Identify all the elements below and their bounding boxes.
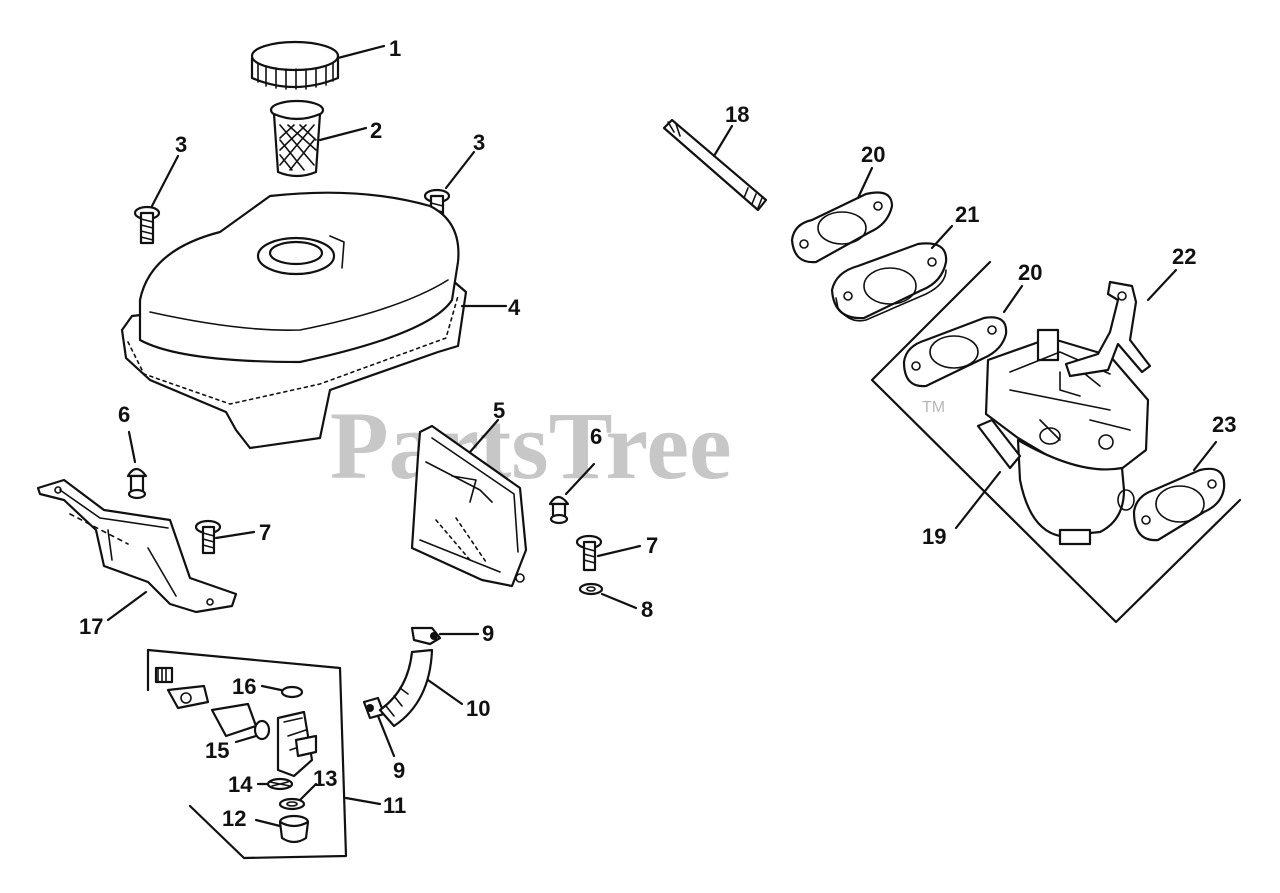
part-choke-bracket[interactable] [1064, 280, 1152, 378]
callout-1: 1 [389, 36, 401, 61]
callout-7-right: 7 [646, 533, 658, 558]
part-grommet-left[interactable] [126, 467, 148, 500]
callout-11: 11 [383, 793, 406, 818]
part-fuel-hose[interactable] [378, 648, 434, 728]
callout-8: 8 [641, 597, 653, 622]
part-fuel-strainer[interactable] [269, 99, 325, 178]
callout-17: 17 [79, 614, 103, 639]
part-carburetor-assembly[interactable] [870, 260, 1242, 624]
watermark-text: PartsTree [330, 392, 732, 499]
callout-4: 4 [508, 295, 521, 320]
callout-15: 15 [205, 738, 229, 763]
part-valve-o-ring[interactable] [253, 719, 271, 741]
callout-5: 5 [493, 398, 505, 423]
callout-6-right: 6 [590, 424, 602, 449]
callout-22: 22 [1172, 244, 1196, 269]
part-valve-seal-small[interactable] [280, 685, 304, 699]
part-bracket-screw-right[interactable] [575, 534, 603, 572]
part-fuel-tank[interactable] [120, 191, 468, 450]
part-bracket-right[interactable] [410, 424, 528, 588]
part-washer[interactable] [578, 582, 604, 596]
callout-3-left: 3 [175, 132, 187, 157]
part-bracket-left[interactable] [36, 478, 238, 614]
callout-13: 13 [313, 766, 337, 791]
callout-12: 12 [222, 806, 246, 831]
callout-20-top: 20 [861, 142, 885, 167]
callout-16: 16 [232, 674, 256, 699]
part-valve-gasket[interactable] [278, 797, 306, 811]
part-air-filter-gasket[interactable] [1132, 467, 1226, 542]
part-hose-clamp-top[interactable] [410, 626, 442, 646]
part-grommet-right[interactable] [548, 495, 570, 525]
part-sediment-cup[interactable] [278, 814, 310, 844]
callout-2: 2 [370, 118, 382, 143]
callout-21: 21 [955, 202, 979, 227]
part-tank-screw-left[interactable] [133, 205, 161, 245]
callout-19: 19 [922, 524, 946, 549]
watermark-trademark: TM [922, 399, 945, 416]
part-valve-screen[interactable] [266, 777, 294, 791]
part-fuel-cap[interactable] [250, 40, 340, 90]
part-bracket-screw-left[interactable] [194, 519, 222, 555]
callout-18: 18 [725, 102, 749, 127]
callout-6-left: 6 [118, 402, 130, 427]
callout-9-bottom: 9 [393, 758, 405, 783]
part-intake-gasket-lower[interactable] [902, 316, 1008, 388]
callout-10: 10 [466, 696, 490, 721]
callout-7-left: 7 [259, 520, 271, 545]
callout-14: 14 [228, 772, 253, 797]
part-carburetor-stud[interactable] [662, 118, 768, 212]
callout-9-top: 9 [482, 621, 494, 646]
callout-3-right: 3 [473, 130, 485, 155]
part-insulator-spacer[interactable] [830, 242, 948, 322]
part-intake-gasket-upper[interactable] [790, 191, 894, 264]
callout-23: 23 [1212, 412, 1236, 437]
callout-20-bottom: 20 [1018, 260, 1042, 285]
